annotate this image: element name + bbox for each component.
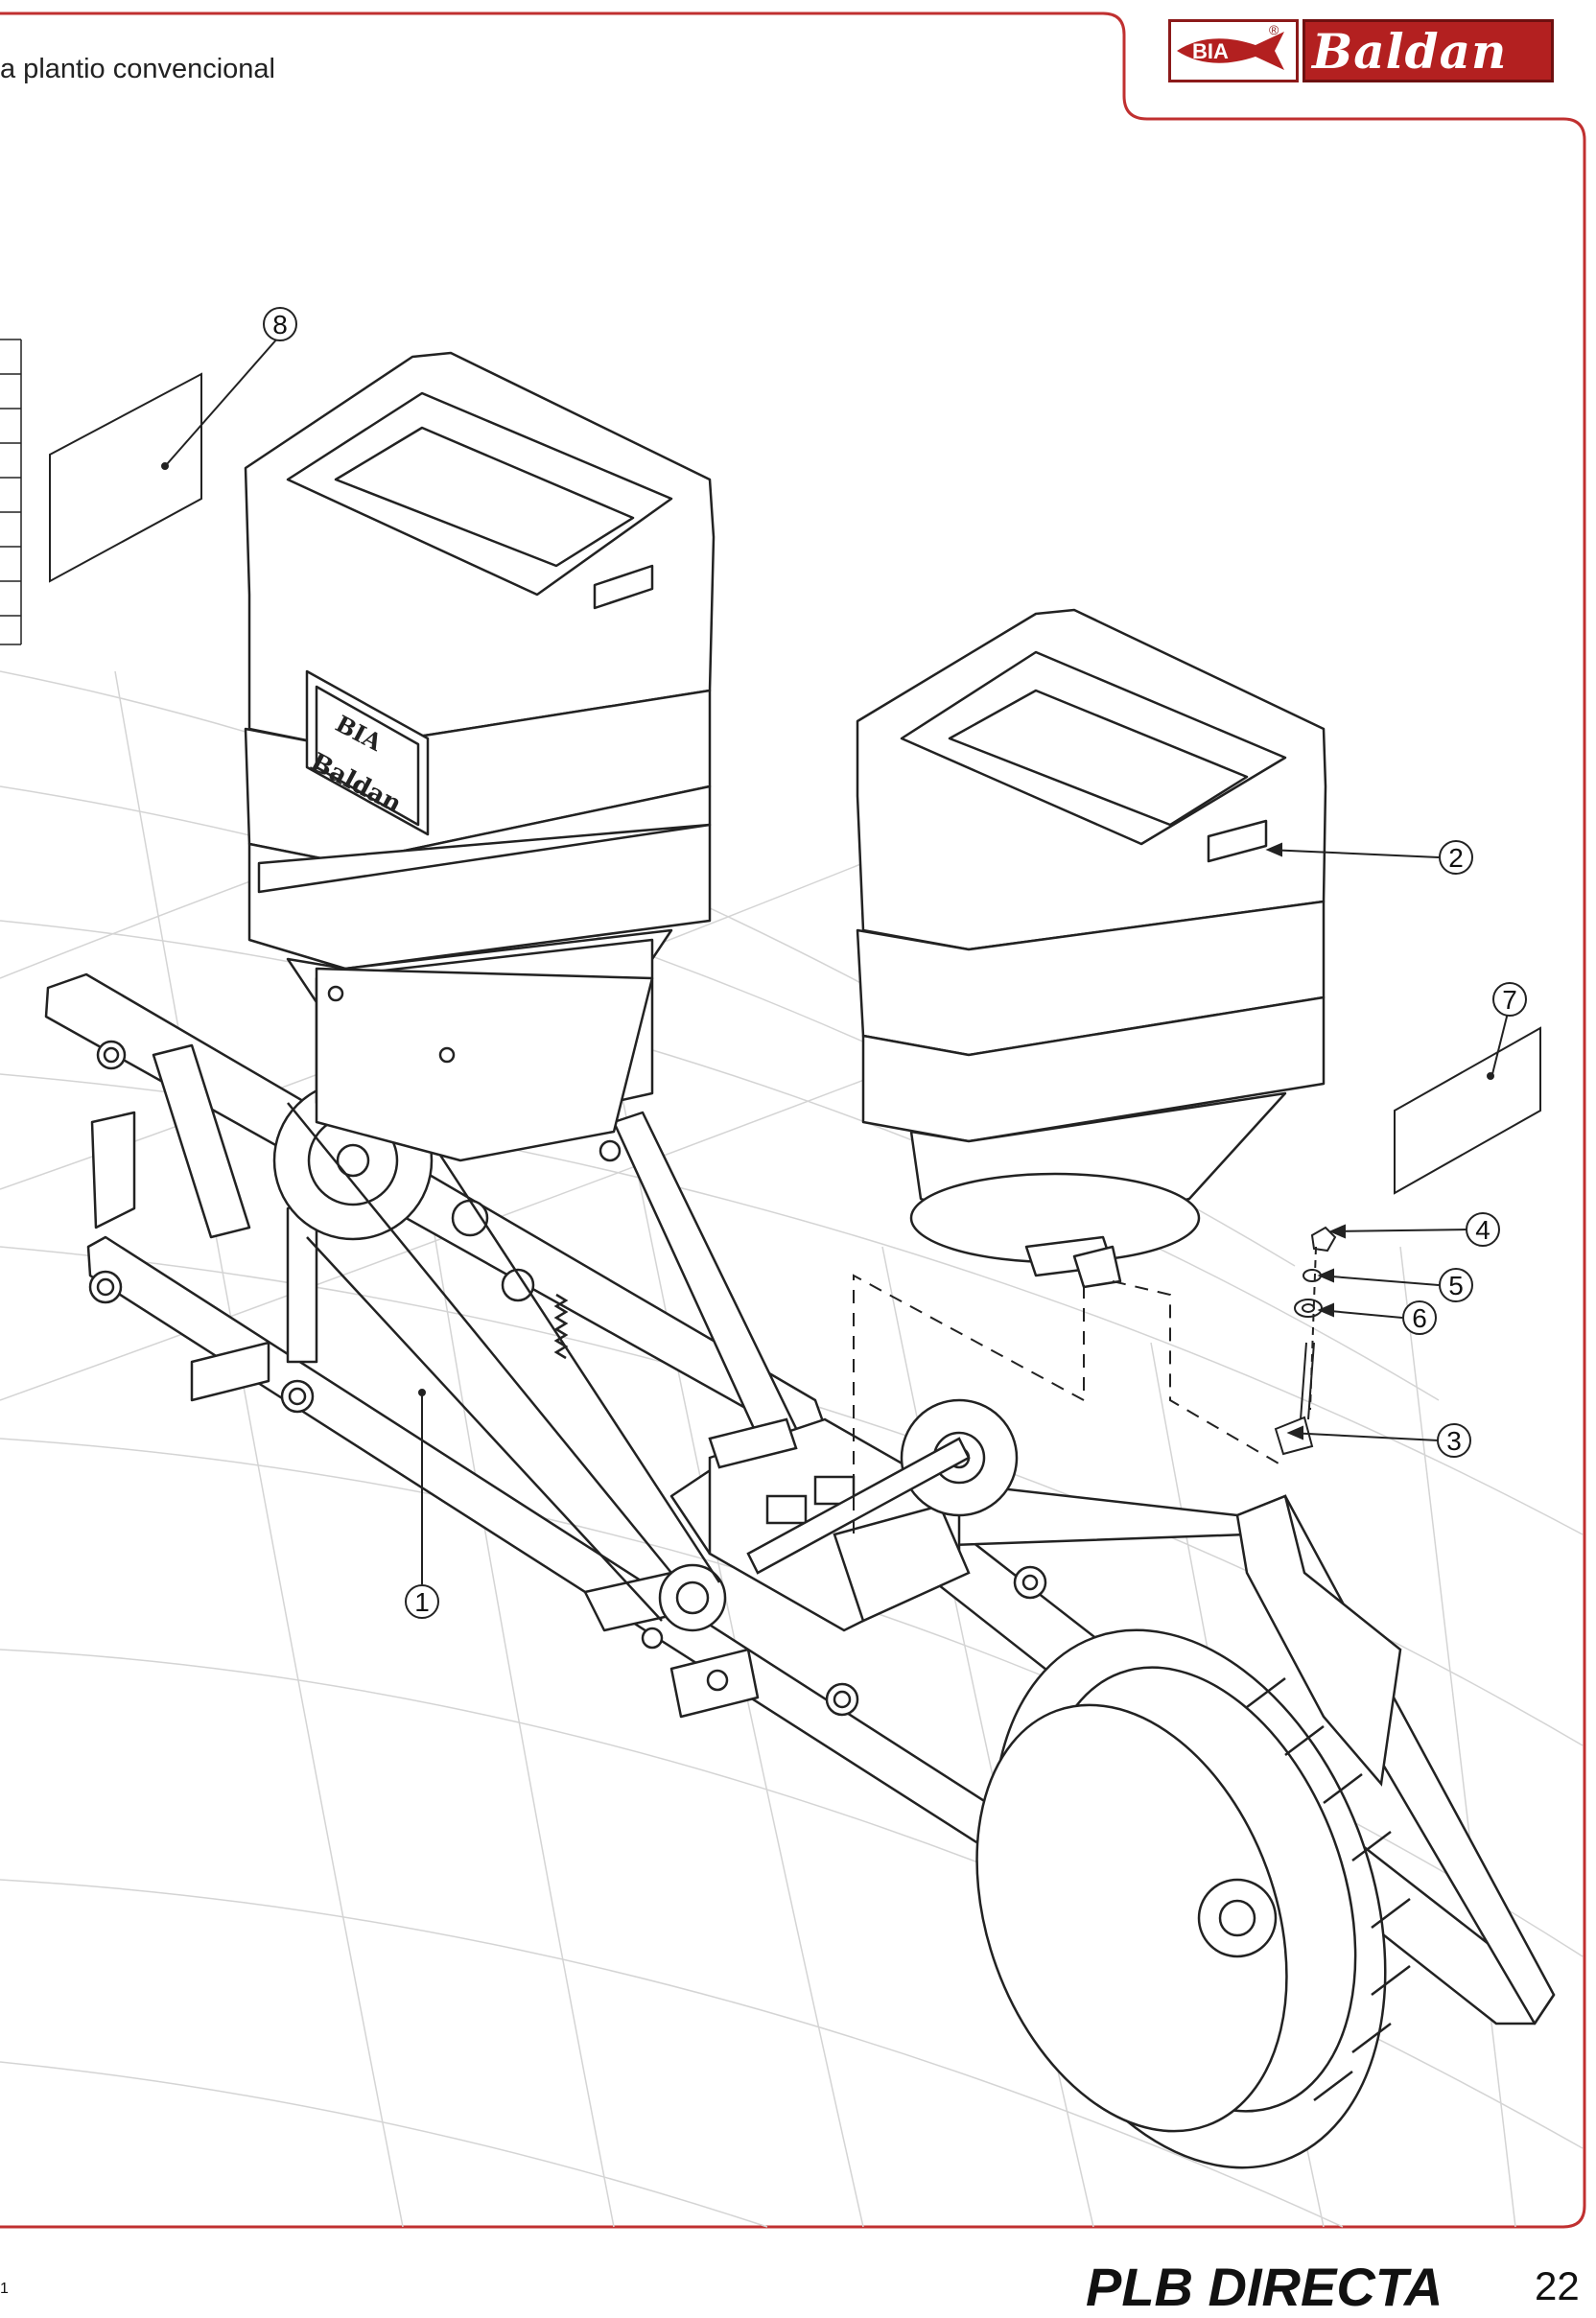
bia-fish-emblem: BIA ® [1168,19,1299,82]
callout-6: 6 [1402,1300,1437,1335]
svg-text:8: 8 [272,310,288,340]
svg-text:1: 1 [414,1587,430,1617]
callout-8: 8 [263,307,297,341]
callout-2: 2 [1439,840,1473,875]
svg-text:6: 6 [1412,1303,1427,1333]
label-sheet-part-7 [1394,1026,1541,1195]
fish-icon [1177,32,1284,70]
label-sheet-part-8 [49,372,202,583]
hardware-parts [1274,1226,1337,1456]
assembly-guides [853,1274,1286,1534]
callout-1: 1 [405,1584,439,1619]
svg-text:4: 4 [1475,1215,1490,1245]
page-number: 22 [1535,2263,1580,2308]
svg-text:7: 7 [1502,985,1517,1015]
logo-brand-panel [1303,19,1554,82]
registered-mark: ® [1269,22,1279,37]
baldan-logo: BIA ® Baldan [1168,19,1554,82]
callouts: 8 2 7 4 5 6 3 [263,307,1527,1619]
large-seed-hopper: BIA Baldan [244,351,716,1162]
press-wheel [975,1494,1411,2169]
header-caption: a plantio convencional [0,54,275,84]
page-frame [0,12,1586,2229]
callout-3: 3 [1437,1423,1471,1458]
svg-text:5: 5 [1448,1271,1464,1300]
seed-meter [708,1398,1047,1632]
fertilizer-hopper [856,608,1327,1289]
callout-5: 5 [1439,1268,1473,1302]
callout-leaders [166,337,1509,1584]
footer-title: PLB DIRECTA [1086,2257,1443,2317]
svg-text:2: 2 [1448,843,1464,873]
logo-brand: Baldan [1312,23,1508,80]
parts-table-edge [0,339,22,645]
logo-mark: BIA [1192,39,1229,63]
svg-text:3: 3 [1446,1426,1462,1456]
callout-4: 4 [1466,1212,1500,1247]
callout-7: 7 [1492,982,1527,1017]
footer-left-mark: 1 [0,2281,9,2297]
